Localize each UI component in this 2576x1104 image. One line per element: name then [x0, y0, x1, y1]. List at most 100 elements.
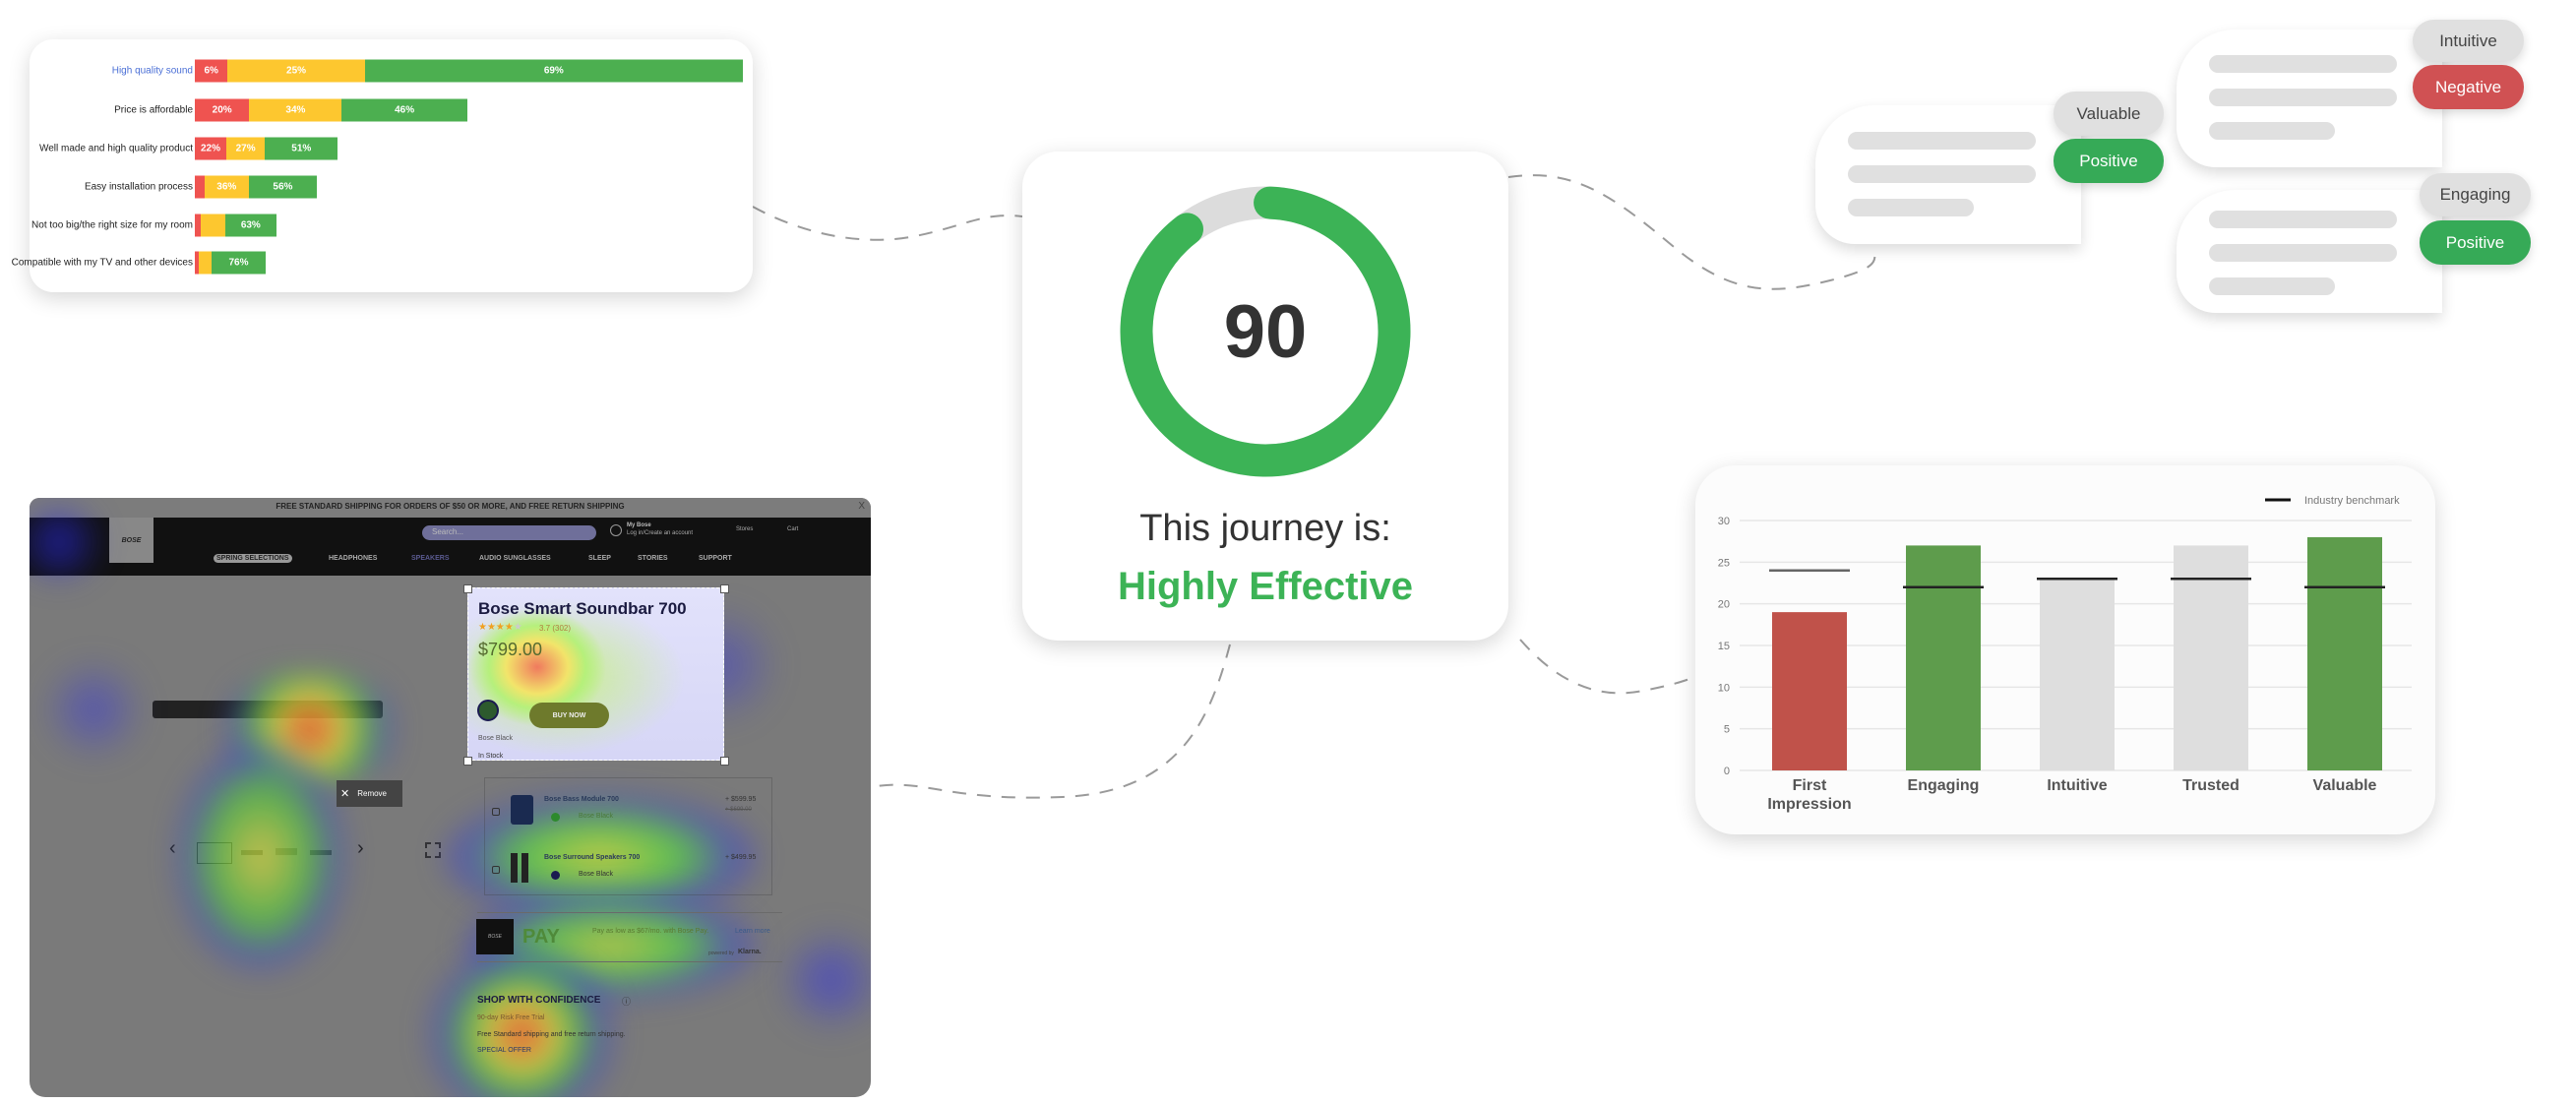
thumbnail[interactable] [276, 848, 297, 855]
bundle-item-old-price: + $699.00 [725, 807, 752, 813]
search-placeholder: Search... [432, 527, 464, 536]
color-swatch-selected[interactable] [477, 700, 499, 721]
color-swatch[interactable] [551, 813, 560, 822]
nav-audio-sunglasses[interactable]: AUDIO SUNGLASSES [479, 555, 551, 562]
confidence-item: 90-day Risk Free Trial [477, 1014, 545, 1021]
journey-verdict: Highly Effective [1117, 565, 1414, 608]
bundle-checkbox[interactable] [492, 808, 500, 816]
banner-close-icon[interactable]: X [858, 501, 865, 512]
chevron-right-icon[interactable]: › [357, 837, 364, 859]
nav-spring-selections[interactable]: SPRING SELECTIONS [214, 554, 292, 563]
sentiment-pill-positive: Positive [2054, 139, 2164, 183]
y-tick-label: 5 [1724, 724, 1730, 736]
x-category-label: Intuitive [2047, 777, 2107, 794]
y-tick-label: 0 [1724, 766, 1730, 777]
stacked-row-label: Price is affordable [114, 104, 193, 116]
y-tick-label: 30 [1718, 516, 1730, 527]
nav-stories[interactable]: STORIES [638, 555, 668, 562]
x-category-label: First [1793, 777, 1827, 794]
resize-handle[interactable] [720, 757, 729, 766]
stacked-segment-negative: 22% [195, 137, 226, 160]
nav-speakers[interactable]: SPEAKERS [411, 555, 450, 562]
text-placeholder-line [2209, 55, 2397, 73]
remove-tooltip[interactable]: ✕ Remove [337, 780, 402, 807]
pay-learn-more-link[interactable]: Learn more [735, 928, 770, 935]
bar-valuable [2307, 536, 2382, 770]
bose-logo[interactable]: BOSE [109, 518, 153, 563]
resize-handle[interactable] [720, 584, 729, 593]
x-category-label: Engaging [1908, 777, 1980, 794]
journey-label: This journey is: [1139, 508, 1391, 549]
text-placeholder-line [2209, 211, 2397, 228]
product-info-selection[interactable]: Bose Smart Soundbar 700 ★★★★★ 3.7 (302) … [467, 587, 724, 761]
klarna-logo: Klarna. [738, 949, 762, 955]
thumbnail[interactable] [241, 850, 263, 855]
stacked-segment-positive: 63% [224, 214, 276, 237]
journey-score-card: 90 This journey is: Highly Effective [1022, 152, 1508, 641]
nav-headphones[interactable]: HEADPHONES [329, 555, 378, 562]
text-placeholder-line [2209, 89, 2397, 106]
product-price: $799.00 [478, 640, 543, 659]
bundle-item-price: + $599.95 [725, 796, 757, 803]
stacked-bar: 20%34%46% [195, 98, 467, 122]
stores-link[interactable]: Stores [736, 526, 754, 532]
text-placeholder-line [1848, 132, 2036, 150]
bundle-item-price: + $499.95 [725, 854, 757, 861]
stacked-segment-neutral: 34% [249, 98, 342, 122]
rating-text: 3.7 (302) [539, 624, 572, 633]
resize-handle[interactable] [463, 757, 472, 766]
info-icon[interactable]: ⓘ [622, 997, 632, 1007]
search-input[interactable]: Search... [422, 525, 596, 540]
resize-handle[interactable] [463, 584, 472, 593]
logo-text: BOSE [121, 536, 142, 544]
tag-pill: Intuitive [2413, 20, 2524, 62]
banner-text: FREE STANDARD SHIPPING FOR ORDERS OF $50… [276, 502, 625, 511]
chevron-left-icon[interactable]: ‹ [169, 837, 176, 859]
stacked-segment-positive: 76% [212, 251, 266, 275]
heat-spot [423, 951, 620, 1097]
heat-spot [777, 921, 871, 1039]
thumbnail[interactable] [310, 850, 332, 855]
powered-by-text: powered by [708, 951, 734, 956]
bass-module-image [511, 795, 533, 825]
thumbnail-selected[interactable] [197, 842, 232, 864]
buy-now-button[interactable]: BUY NOW [529, 703, 609, 728]
shipping-banner: FREE STANDARD SHIPPING FOR ORDERS OF $50… [30, 498, 871, 518]
stacked-segment-negative [195, 214, 201, 237]
y-tick-label: 25 [1718, 557, 1730, 569]
special-offer-link[interactable]: SPECIAL OFFER [477, 1047, 531, 1054]
color-swatch[interactable] [551, 871, 560, 880]
confidence-item: Free Standard shipping and free return s… [477, 1031, 626, 1038]
bar-first-impression [1772, 612, 1847, 770]
surround-speakers-image [511, 853, 518, 883]
score-donut: 90 [1120, 186, 1411, 477]
stacked-segment-negative [195, 251, 200, 275]
soundbar-image [153, 701, 383, 718]
account-title[interactable]: My Bose [627, 522, 651, 528]
account-icon[interactable] [610, 524, 622, 536]
nav-support[interactable]: SUPPORT [699, 555, 732, 562]
feedback-bubble-intuitive [2177, 30, 2442, 167]
stacked-segment-negative: 6% [195, 59, 228, 83]
connector-score-to-heatmap [870, 644, 1231, 799]
bundle-checkbox[interactable] [492, 866, 500, 874]
tag-pill: Valuable [2054, 92, 2164, 136]
remove-label: Remove [357, 789, 388, 798]
stacked-segment-positive: 46% [341, 98, 467, 122]
feedback-bubble-valuable [1815, 105, 2081, 244]
stacked-segment-negative: 20% [195, 98, 250, 122]
bose-pay-logo-text: BOSE [488, 934, 502, 940]
stacked-bar: 22%27%51% [195, 137, 338, 160]
nav-sleep[interactable]: SLEEP [588, 555, 611, 562]
bar-intuitive [2040, 579, 2115, 770]
account-link[interactable]: Log in/Create an account [627, 530, 694, 536]
expand-icon[interactable] [425, 842, 441, 858]
stacked-segment-neutral: 27% [225, 137, 266, 160]
stacked-row-label: Compatible with my TV and other devices [11, 257, 193, 269]
x-category-label: Trusted [2182, 777, 2239, 794]
heatmap-screenshot: FREE STANDARD SHIPPING FOR ORDERS OF $50… [30, 498, 871, 1097]
bar-engaging [1906, 545, 1981, 770]
cart-link[interactable]: Cart [787, 526, 799, 532]
text-placeholder-line [2209, 277, 2335, 295]
